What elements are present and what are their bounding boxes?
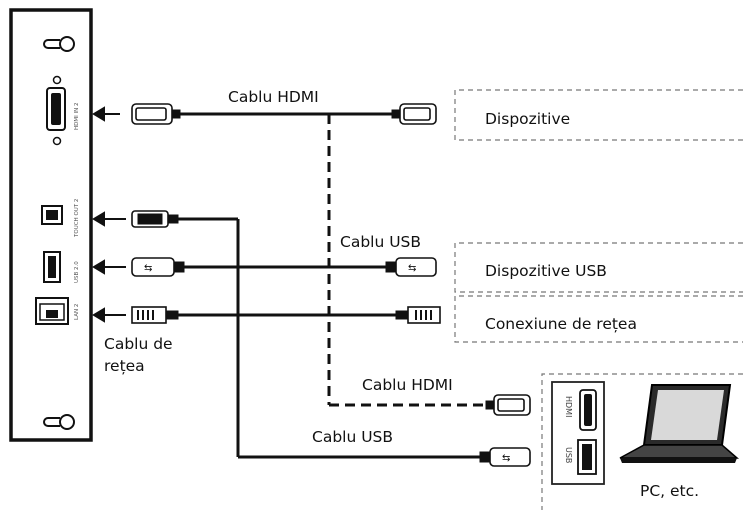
device-box-usb	[454, 242, 743, 293]
mount-hole-bottom-icon	[43, 414, 75, 430]
rj45-plug-panel-icon	[131, 306, 179, 324]
label-cable-usb-pc: Cablu USB	[312, 428, 393, 446]
pc-port-panel	[551, 381, 605, 485]
arrows	[92, 106, 126, 323]
hdmi-in-port-icon	[46, 75, 66, 146]
label-device-network: Conexiune de rețea	[485, 315, 637, 333]
hdmi-plug-pc-icon	[485, 394, 531, 416]
usb-plug-panel-icon: ⇆	[131, 257, 185, 277]
mount-hole-top-icon	[43, 36, 75, 52]
label-device-pc: PC, etc.	[640, 482, 699, 500]
svg-text:⇆: ⇆	[502, 453, 510, 464]
pc-port-label-hdmi: HDMI	[564, 396, 573, 417]
port-label-touch-out: TOUCH OUT 2	[74, 199, 80, 238]
usb-plug-pc-icon: ⇆	[479, 447, 531, 467]
hdmi-plug-device-icon	[391, 103, 437, 125]
usb-port-icon	[43, 251, 61, 283]
label-device-usb: Dispozitive USB	[485, 262, 607, 280]
label-cable-hdmi-top: Cablu HDMI	[228, 88, 319, 106]
label-cable-usb-mid: Cablu USB	[340, 233, 421, 251]
label-cable-hdmi-pc: Cablu HDMI	[362, 376, 453, 394]
device-box-hdmi	[454, 89, 743, 141]
device-box-network	[454, 295, 743, 343]
port-label-hdmi-in: HDMI IN 2	[74, 103, 80, 130]
svg-text:⇆: ⇆	[144, 263, 152, 274]
hdmi-plug-panel-icon	[131, 103, 181, 125]
svg-text:⇆: ⇆	[408, 263, 416, 274]
pc-port-label-usb: USB	[564, 447, 573, 463]
label-device-hdmi: Dispozitive	[485, 110, 570, 128]
lan-port-icon	[35, 297, 69, 325]
port-label-usb: USB 2.0	[74, 261, 80, 283]
label-cable-network: Cablu de	[104, 335, 173, 353]
port-label-lan: LAN 2	[74, 304, 80, 320]
usb-b-plug-panel-icon	[131, 210, 179, 228]
wires	[178, 112, 490, 459]
laptop-icon	[619, 384, 740, 463]
label-cable-network-line2: rețea	[104, 357, 145, 375]
usb-plug-device-icon: ⇆	[385, 257, 437, 277]
device-panel: HDMI IN 2 TOUCH OUT 2 USB 2.0 LAN 2	[9, 8, 93, 442]
device-box-pc	[541, 373, 743, 510]
rj45-plug-device-icon	[395, 306, 441, 324]
touch-out-port-icon	[41, 205, 63, 225]
